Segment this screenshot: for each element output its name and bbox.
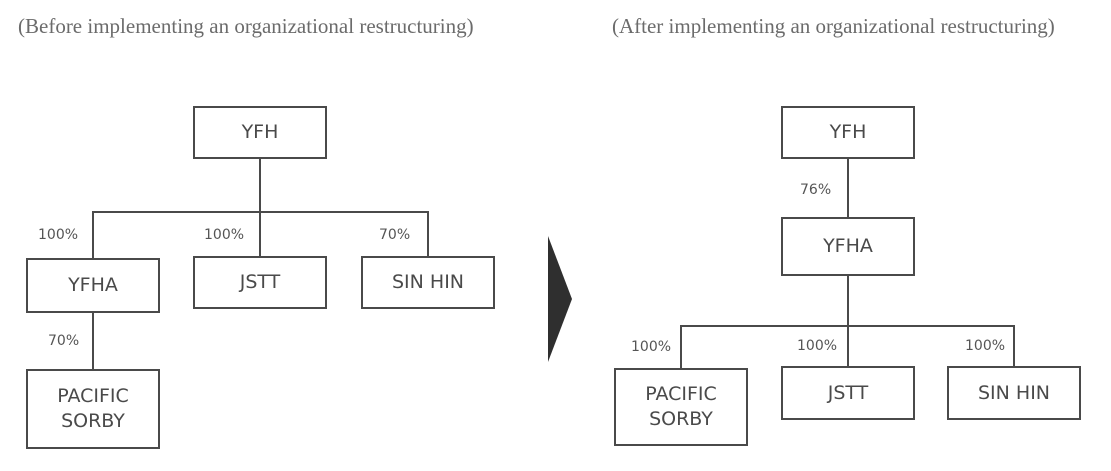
node-after-sin-hin: SIN HIN: [947, 366, 1081, 420]
pct-after-yfha-sin-hin: 100%: [965, 338, 1006, 354]
pct-after-yfha-jstt: 100%: [797, 338, 838, 354]
connector-after-yfh-to-yfha: [847, 158, 849, 218]
node-before-sin-hin: SIN HIN: [361, 256, 495, 309]
transition-arrow-icon: [548, 236, 572, 362]
node-before-jstt: JSTT: [193, 256, 327, 309]
node-after-yfha: YFHA: [781, 217, 915, 276]
pct-after-yfh-yfha: 76%: [800, 182, 832, 198]
caption-before: (Before implementing an organizational r…: [18, 14, 474, 38]
pct-before-yfh-sin-hin: 70%: [379, 227, 411, 243]
connector-after-to-jstt: [847, 325, 849, 367]
connector-before-to-jstt: [259, 211, 261, 257]
pct-after-yfha-pacific: 100%: [631, 339, 672, 355]
connector-after-to-sin-hin: [1013, 325, 1015, 367]
node-after-jstt: JSTT: [781, 366, 915, 420]
node-before-pacific-sorby: PACIFIC SORBY: [26, 369, 160, 449]
connector-before-to-yfha: [92, 211, 94, 259]
node-before-yfha: YFHA: [26, 258, 160, 313]
pct-before-yfh-jstt: 100%: [204, 227, 245, 243]
pct-before-yfh-yfha: 100%: [38, 227, 79, 243]
node-before-yfh: YFH: [193, 106, 327, 159]
connector-before-to-sin-hin: [427, 211, 429, 257]
connector-before-yfha-to-pacific: [92, 312, 94, 370]
node-after-pacific-sorby: PACIFIC SORBY: [614, 368, 748, 446]
connector-after-to-pacific: [680, 325, 682, 369]
caption-after: (After implementing an organizational re…: [612, 14, 1055, 38]
connector-before-yfh-down: [259, 158, 261, 212]
connector-after-yfha-down: [847, 275, 849, 327]
pct-before-yfha-pacific: 70%: [48, 333, 80, 349]
node-after-yfh: YFH: [781, 106, 915, 159]
